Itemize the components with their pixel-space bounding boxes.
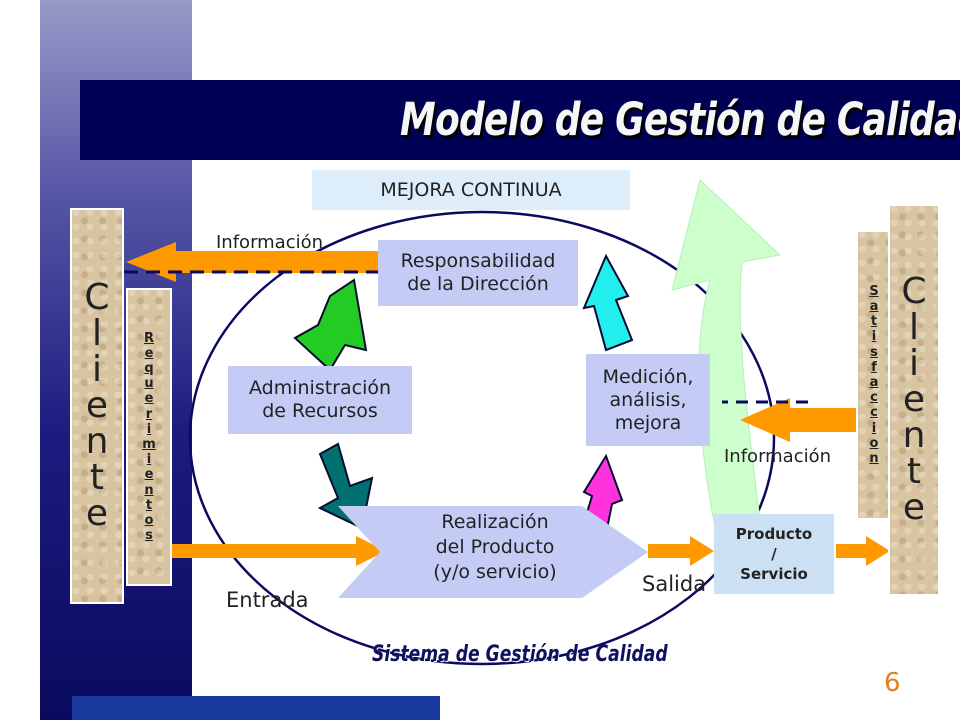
vertical-letter: i	[146, 452, 152, 468]
vertical-letter: q	[144, 360, 154, 376]
cyan-arrow	[582, 253, 634, 352]
page-number: 6	[884, 668, 901, 698]
vertical-letter: i	[91, 349, 102, 390]
vertical-letter: i	[908, 343, 919, 384]
vertical-letter: a	[869, 298, 879, 314]
green-arrow	[293, 278, 368, 372]
vertical-letter: s	[145, 528, 153, 544]
bottom-bar	[72, 696, 440, 720]
realizacion-line-1: Realización	[441, 511, 549, 533]
administracion-box: Administración de Recursos	[228, 366, 412, 434]
medicion-line-2: análisis,	[609, 388, 687, 411]
vertical-letter: C	[901, 271, 927, 312]
medicion-line-3: mejora	[614, 411, 682, 434]
vertical-letter: R	[143, 330, 154, 346]
vertical-letter: c	[870, 390, 878, 406]
responsabilidad-line-1: Responsabilidad	[400, 250, 556, 272]
vertical-letter: o	[869, 435, 879, 451]
vertical-letter: S	[869, 283, 879, 299]
vertical-letter: t	[89, 457, 105, 498]
vertical-letter: s	[870, 344, 878, 360]
vertical-letter: C	[84, 277, 110, 318]
title-bar	[80, 80, 960, 160]
vertical-letter: l	[908, 307, 919, 348]
salida-label: Salida	[642, 572, 707, 596]
vertical-letter: u	[144, 376, 154, 392]
vertical-letter: e	[902, 379, 926, 420]
vertical-letter: e	[144, 467, 154, 483]
producto-arrow	[836, 536, 890, 566]
vertical-letter: l	[91, 313, 102, 354]
info-right-arrow	[740, 398, 858, 442]
vertical-letter: r	[145, 406, 153, 422]
vertical-letter: t	[145, 497, 153, 513]
vertical-letter: n	[144, 482, 154, 498]
informacion-right-label: Información	[724, 446, 832, 467]
vertical-letter: t	[906, 451, 922, 492]
informacion-left-label: Información	[216, 232, 324, 253]
vertical-letter: m	[142, 437, 156, 452]
vertical-letter: e	[144, 345, 154, 361]
producto-line-2: /	[771, 545, 777, 563]
vertical-letter: n	[902, 415, 926, 456]
realizacion-text: Realización del Producto (y/o servicio)	[390, 510, 600, 594]
entrada-arrow	[170, 536, 386, 566]
vertical-letter: n	[85, 421, 109, 462]
responsabilidad-box: Responsabilidad de la Dirección	[378, 240, 578, 306]
realizacion-line-2: del Producto	[435, 536, 555, 558]
vertical-letter: i	[871, 329, 877, 345]
responsabilidad-line-2: de la Dirección	[407, 273, 549, 295]
vertical-letter: f	[871, 359, 877, 375]
administracion-line-2: de Recursos	[262, 400, 378, 422]
vertical-letter: a	[869, 375, 879, 390]
vertical-letter: e	[85, 385, 109, 426]
entrada-label: Entrada	[226, 588, 309, 612]
mejora-continua-label: MEJORA CONTINUA	[312, 170, 630, 210]
vertical-letter: t	[870, 314, 878, 330]
info-left-arrow	[126, 242, 380, 282]
vertical-letter: n	[869, 451, 879, 467]
medicion-box: Medición, análisis, mejora	[586, 354, 710, 446]
vertical-letter: i	[871, 420, 877, 436]
administracion-line-1: Administración	[248, 377, 392, 399]
vertical-letter: i	[146, 421, 152, 437]
vertical-letter: o	[144, 513, 154, 529]
vertical-letter: c	[870, 405, 878, 421]
realizacion-line-3: (y/o servicio)	[433, 561, 557, 583]
system-ellipse	[188, 210, 776, 666]
vertical-letter: e	[144, 391, 154, 407]
producto-servicio-box: Producto / Servicio	[714, 514, 834, 594]
salida-arrow	[648, 536, 714, 566]
medicion-line-1: Medición,	[602, 365, 694, 388]
sistema-gestion-label: Sistema de Gestión de Calidad	[372, 642, 668, 667]
producto-line-1: Producto	[735, 525, 813, 543]
vertical-letter: e	[85, 493, 109, 534]
realizacion-shape	[338, 506, 648, 598]
producto-line-3: Servicio	[740, 565, 808, 583]
vertical-letter: e	[902, 487, 926, 528]
